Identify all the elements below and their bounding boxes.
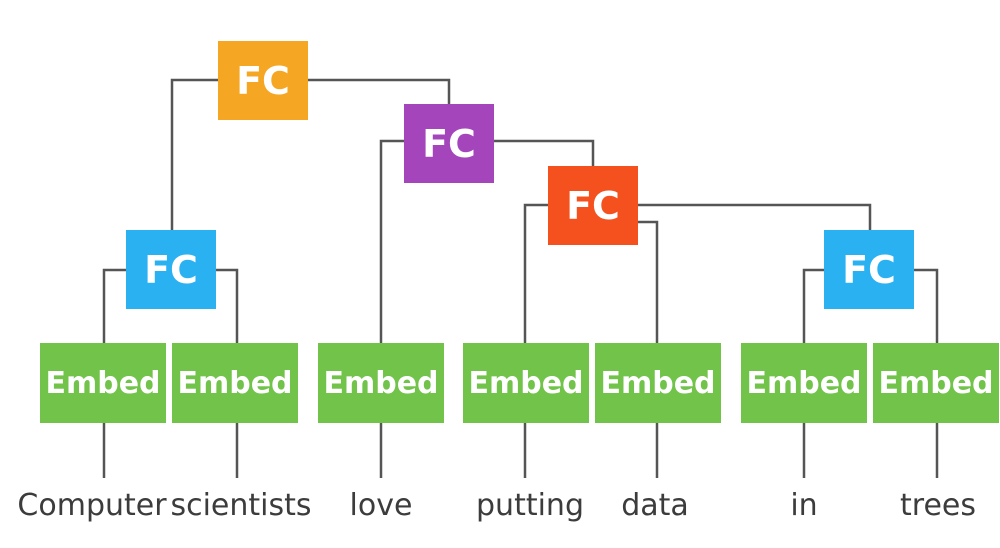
fc-node-right: FC: [824, 230, 914, 309]
embed-node-trees: Embed: [873, 343, 999, 423]
word-trees: trees: [900, 488, 976, 523]
edge-purple-love: [379, 139, 404, 343]
edge-purple-red: [494, 139, 595, 166]
edge-left-computer: [102, 268, 126, 343]
edge-root-purple: [308, 78, 451, 104]
edge-red-right: [638, 203, 872, 230]
edge-red-putting: [523, 203, 548, 343]
fc-node-left: FC: [126, 230, 216, 309]
fc-node-red: FC: [548, 166, 638, 245]
fc-node-purple: FC: [404, 104, 494, 183]
edge-left-scientists: [216, 268, 239, 343]
embed-node-scientists: Embed: [172, 343, 298, 423]
edge-root-left: [170, 78, 218, 230]
embed-node-in: Embed: [741, 343, 867, 423]
word-putting: putting: [476, 488, 584, 523]
embed-node-love: Embed: [318, 343, 444, 423]
word-data: data: [621, 488, 689, 523]
word-love: love: [349, 488, 413, 523]
edge-right-trees: [914, 268, 939, 343]
word-in: in: [790, 488, 818, 523]
word-computer: Computer: [17, 488, 167, 523]
edge-red-data: [638, 220, 659, 343]
fc-node-root: FC: [218, 41, 308, 120]
embed-node-data: Embed: [595, 343, 721, 423]
edge-right-in: [802, 268, 824, 343]
embed-node-putting: Embed: [463, 343, 589, 423]
word-scientists: scientists: [170, 488, 312, 523]
embed-node-computer: Embed: [40, 343, 166, 423]
